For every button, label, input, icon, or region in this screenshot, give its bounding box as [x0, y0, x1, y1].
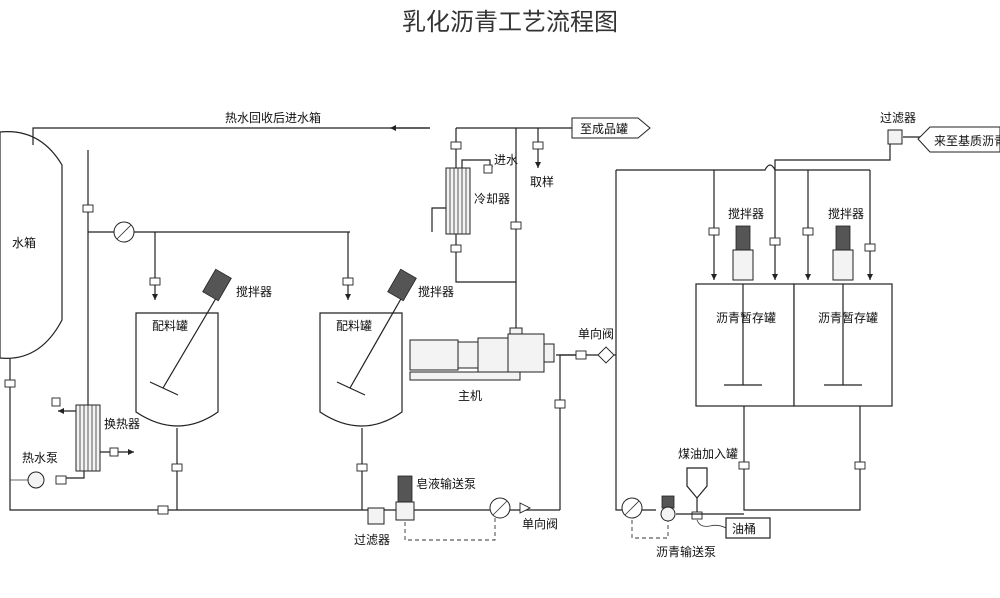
oil-drum-label: 油桶 [732, 521, 756, 536]
soap-pump-label: 皂液输送泵 [416, 476, 476, 491]
cooler-label: 冷却器 [474, 192, 510, 206]
mixing-tank-2-label: 配料罐 [336, 319, 372, 333]
agitator-1-label: 搅拌器 [236, 284, 272, 299]
pipe-asphalt-main [615, 170, 656, 511]
pipe-tank-outlets [743, 406, 861, 511]
hot-water-pump-label: 热水泵 [22, 451, 58, 465]
asphalt-pump: 沥青输送泵 [656, 495, 716, 559]
from-base-asphalt-tank: 来至基质沥青罐 [917, 126, 1000, 153]
diagram-title: 乳化沥青工艺流程图 [402, 8, 618, 36]
hot-water-return-line: 热水回收后进水箱 [32, 110, 430, 145]
check-valve-2-icon [597, 346, 615, 364]
agitator-4-label: 搅拌器 [828, 206, 864, 221]
check-valve-1-icon [519, 502, 532, 514]
check-valve-1-label: 单向阀 [522, 516, 558, 531]
filter-1-label: 过滤器 [354, 533, 390, 547]
water-tank-label: 水箱 [12, 235, 36, 250]
oil-drum: 油桶 [725, 517, 771, 539]
main-machine-label: 主机 [458, 389, 482, 403]
asphalt-storage-2-label: 沥青暂存罐 [818, 311, 878, 325]
kerosene-tank-label: 煤油加入罐 [678, 447, 738, 461]
pump-signal-line [404, 518, 496, 541]
mixing-tank-1-label: 配料罐 [152, 319, 188, 333]
soap-filter: 过滤器 [354, 507, 390, 547]
sampling-label: 取样 [530, 174, 554, 189]
heat-exchanger: 换热器 [51, 397, 140, 479]
from-base-asphalt-label: 来至基质沥青罐 [934, 134, 1000, 148]
check-valve-2-label: 单向阀 [578, 326, 614, 341]
mixing-tank-1: 配料罐 搅拌器 [135, 268, 272, 510]
kerosene-tank: 煤油加入罐 [678, 447, 738, 529]
asphalt-pump-label: 沥青输送泵 [656, 544, 716, 559]
hot-water-return-label: 热水回收后进水箱 [225, 110, 321, 125]
asphalt-storage-1-label: 沥青暂存罐 [716, 311, 776, 325]
pipe-bottom-left [9, 358, 560, 511]
agitator-3-label: 搅拌器 [728, 206, 764, 221]
asphalt-pump-signal [631, 520, 669, 539]
base-asphalt-filter: 过滤器 [774, 111, 930, 240]
agitator-2-label: 搅拌器 [418, 284, 454, 299]
asphalt-storage-tank-1: 沥青暂存罐 搅拌器 [695, 206, 795, 407]
asphalt-storage-tank-2: 沥青暂存罐 搅拌器 [793, 206, 893, 407]
pipe-asphalt-header [616, 164, 870, 171]
main-machine: 主机 [409, 327, 555, 403]
hot-water-pump: 热水泵 [10, 451, 67, 489]
cooler: 冷却器 [445, 167, 510, 235]
valve-icon [82, 204, 94, 213]
water-in-label: 进水 [494, 153, 518, 167]
mixing-tank-2: 配料罐 搅拌器 [319, 268, 454, 510]
soap-pump: 皂液输送泵 [395, 475, 476, 521]
to-product-tank: 至成品罐 [571, 117, 651, 139]
heat-exchanger-label: 换热器 [104, 417, 140, 431]
filter-2-label: 过滤器 [880, 111, 916, 125]
water-tank: 水箱 [0, 131, 63, 359]
to-product-tank-label: 至成品罐 [580, 122, 628, 136]
